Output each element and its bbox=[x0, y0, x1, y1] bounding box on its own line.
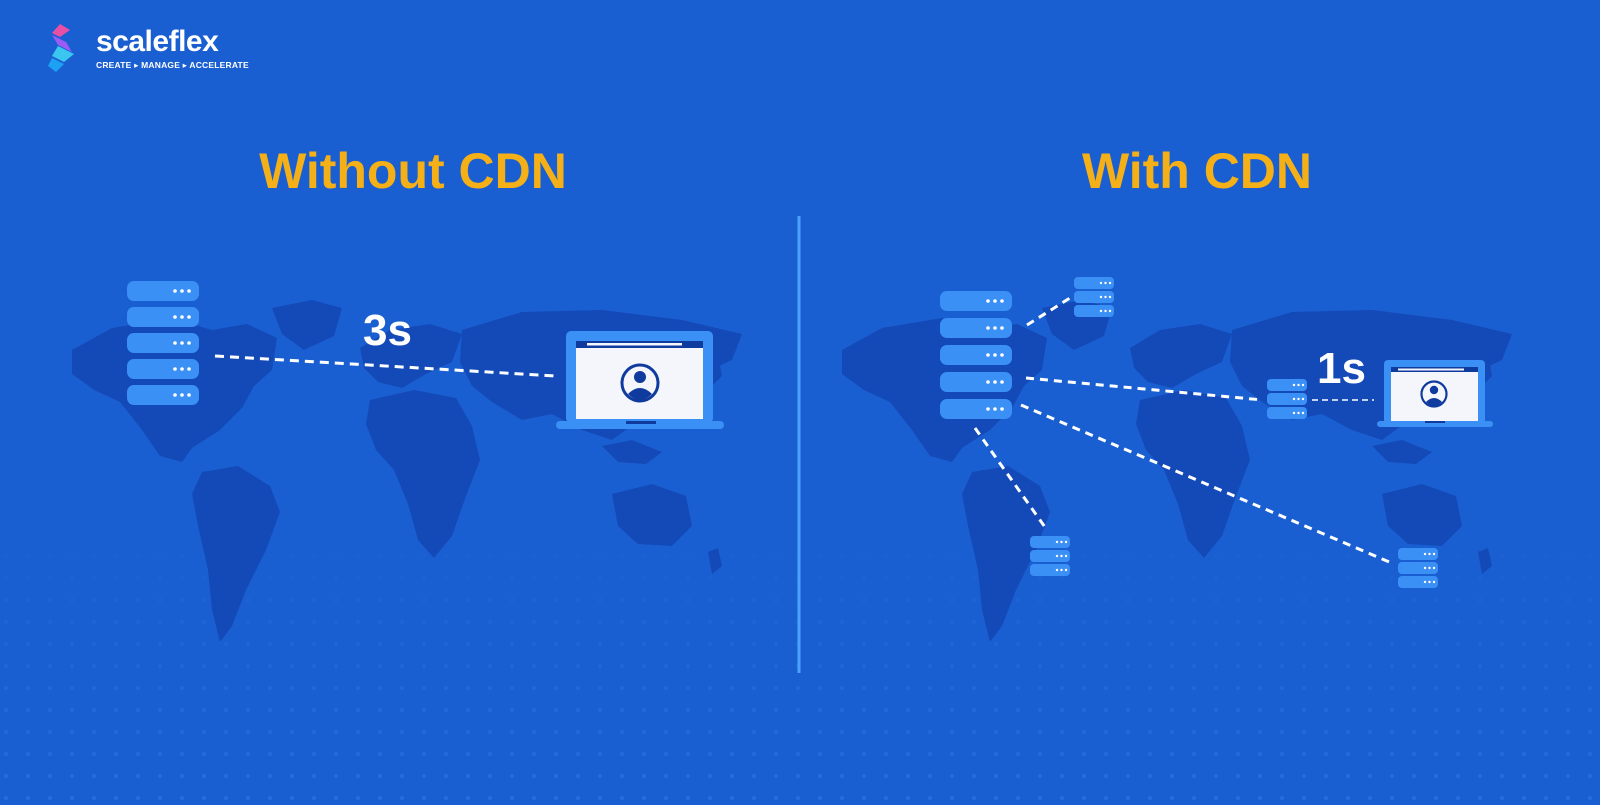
heading-without-cdn: Without CDN bbox=[259, 143, 567, 199]
brand-logo[interactable]: scaleflex CREATE ▸ MANAGE ▸ ACCELERATE bbox=[48, 24, 249, 74]
origin-server-icon bbox=[940, 291, 1012, 419]
logo-mark bbox=[48, 24, 88, 74]
user-avatar-icon bbox=[620, 363, 660, 403]
origin-server-icon bbox=[127, 281, 199, 405]
latency-label-without-cdn: 3s bbox=[363, 306, 412, 355]
user-avatar-icon bbox=[1420, 380, 1448, 408]
scaleflex-logo-icon bbox=[48, 24, 74, 72]
edge-server-icon bbox=[1030, 536, 1070, 576]
laptop-icon bbox=[556, 331, 724, 429]
laptop-icon bbox=[1377, 360, 1493, 427]
brand-name: scaleflex bbox=[96, 25, 219, 58]
connection-line bbox=[214, 354, 557, 378]
brand-tagline: CREATE ▸ MANAGE ▸ ACCELERATE bbox=[96, 60, 249, 70]
edge-server-icon bbox=[1074, 277, 1114, 317]
connection-lines bbox=[973, 296, 1395, 566]
heading-with-cdn: With CDN bbox=[1081, 143, 1313, 199]
edge-server-icon bbox=[1267, 379, 1307, 419]
latency-label-with-cdn: 1s bbox=[1317, 344, 1366, 393]
edge-server-icon bbox=[1398, 548, 1438, 588]
